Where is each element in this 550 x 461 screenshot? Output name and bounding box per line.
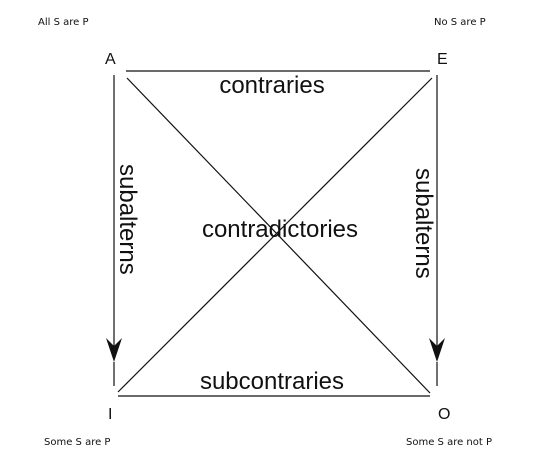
corner-letter-a: A bbox=[105, 51, 116, 68]
label-subcontraries: subcontraries bbox=[200, 368, 344, 395]
label-contraries: contraries bbox=[219, 72, 324, 99]
diagonal-e-i bbox=[117, 77, 433, 393]
label-subalterns-right: subalterns bbox=[410, 168, 437, 279]
corner-letter-o: O bbox=[438, 406, 450, 423]
label-subalterns-left: subalterns bbox=[114, 164, 141, 275]
corner-letter-e: E bbox=[437, 51, 448, 68]
diagonal-a-o bbox=[126, 77, 431, 394]
arrow-down-right-icon bbox=[429, 338, 445, 362]
corner-letter-i: I bbox=[108, 406, 112, 423]
proposition-e: No S are P bbox=[434, 17, 486, 28]
label-contradictories: contradictories bbox=[202, 216, 358, 243]
proposition-i: Some S are P bbox=[44, 437, 110, 448]
proposition-o: Some S are not P bbox=[406, 437, 492, 448]
arrow-down-left-icon bbox=[106, 338, 122, 362]
proposition-a: All S are P bbox=[38, 17, 88, 28]
